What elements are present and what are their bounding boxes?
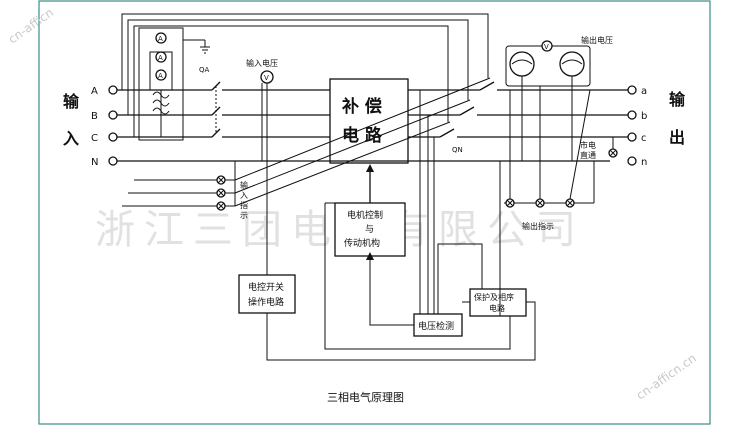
motor-control-box	[334, 202, 406, 257]
mains-bypass-label-1: 市电	[580, 140, 596, 150]
terminal-label-c: c	[641, 133, 647, 144]
terminal-label-a: a	[641, 86, 647, 97]
output-voltmeter	[541, 40, 553, 52]
outer-frame	[38, 0, 711, 425]
current-transformers: A A A	[138, 27, 210, 141]
output-side-label-2: 出	[669, 128, 685, 147]
output-voltmeter-symbol: V	[544, 43, 549, 51]
electric-switch-label-1: 电控开关	[248, 281, 284, 293]
breaker-in-label: QA	[199, 66, 210, 74]
motor-control-label-1: 电机控制	[347, 209, 383, 221]
output-side-label-1: 输	[669, 90, 686, 109]
protection-box	[469, 288, 527, 317]
motor-control-label-2: 与	[365, 224, 374, 235]
motor-control-label-3: 传动机构	[344, 237, 380, 249]
compensation-label-1: 补 偿	[341, 96, 382, 117]
terminal-label-B: B	[91, 111, 98, 122]
compensation-label-2: 电 路	[342, 125, 383, 146]
terminal-label-n: n	[641, 157, 647, 168]
terminal-label-C: C	[91, 133, 98, 144]
electric-switch-label-2: 操作电路	[248, 296, 284, 308]
ammeter-symbol-3: A	[158, 72, 163, 80]
protection-label-2: 电路	[489, 303, 505, 313]
mains-bypass-label-2: 直通	[580, 150, 596, 160]
output-voltage-label: 输出电压	[581, 35, 613, 45]
input-indicator-label-3: 指	[240, 200, 248, 210]
input-voltmeter-symbol: V	[264, 74, 269, 82]
output-indicator-lamps	[504, 89, 595, 208]
input-indicator-label-4: 示	[240, 211, 248, 220]
compensation-circuit-box	[329, 78, 409, 164]
input-terminals: A B C N	[91, 85, 118, 168]
input-indicator-label-1: 输	[240, 180, 248, 190]
ammeter-symbol-2: A	[158, 54, 163, 62]
input-side-label-1: 输	[63, 92, 80, 111]
output-indicator-label: 输出指示	[522, 221, 554, 231]
ammeter-symbol-1: A	[158, 35, 163, 43]
breaker-out-label: QN	[452, 146, 463, 154]
diagram-caption: 三相电气原理图	[327, 390, 404, 404]
voltage-detection-label: 电压检测	[418, 320, 454, 332]
electric-switch-box	[238, 274, 296, 314]
corner-watermark-right: cn-afficn.cn	[634, 351, 699, 402]
input-indicator-lamps	[122, 161, 236, 211]
protection-label-1: 保护及相序	[474, 292, 514, 302]
output-meter-group: V	[505, 40, 591, 161]
top-loop-wires	[121, 13, 489, 137]
input-indicator-label-2: 入	[240, 191, 248, 200]
input-side-label-2: 入	[63, 129, 79, 148]
terminal-label-N: N	[91, 157, 98, 168]
breaker-qa	[211, 81, 330, 138]
breaker-qn	[439, 81, 628, 138]
corner-watermark-left: cn-afficn	[6, 5, 56, 46]
input-voltage-label: 输入电压	[246, 58, 278, 68]
terminal-label-b: b	[641, 111, 647, 122]
control-wiring	[266, 90, 536, 361]
output-terminals: a b c n	[627, 85, 647, 168]
terminal-label-A: A	[91, 86, 98, 97]
